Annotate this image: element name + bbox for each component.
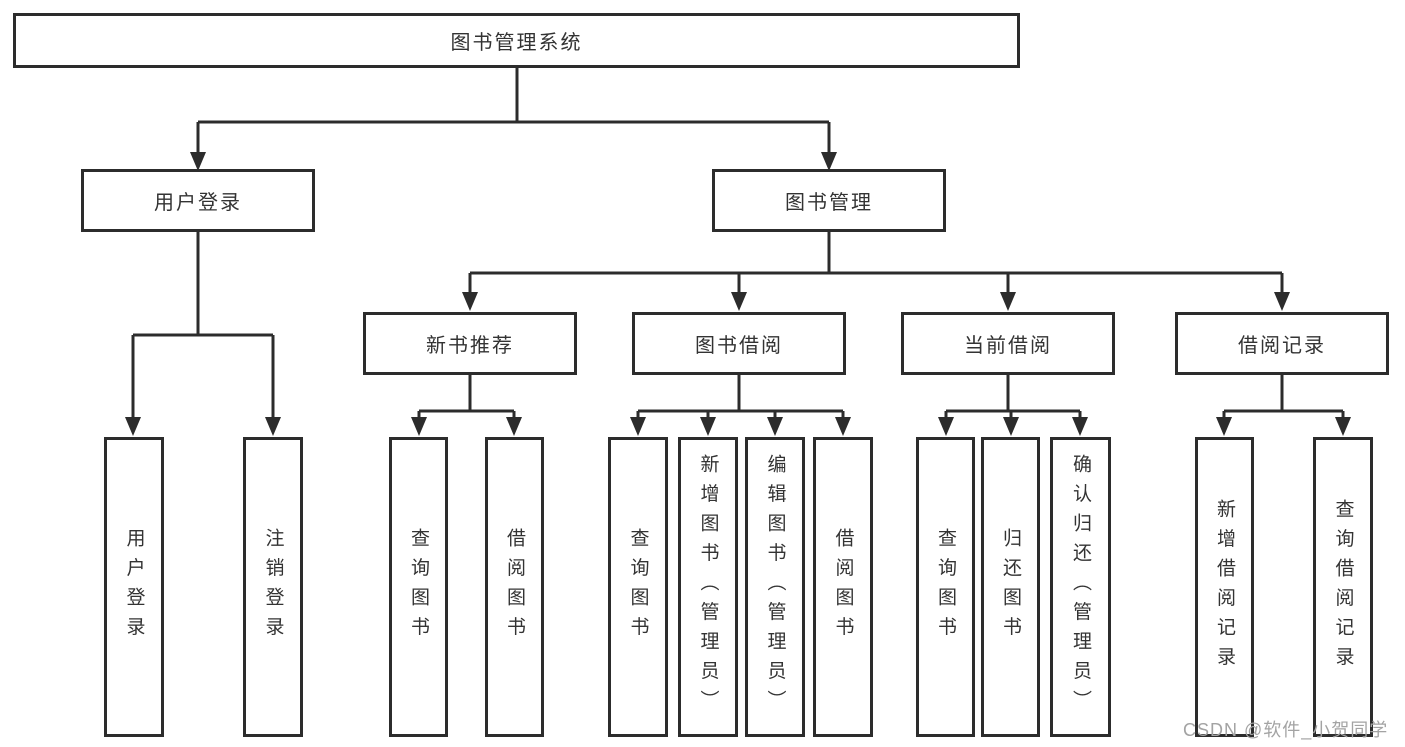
leaf-edit-books-admin: 编辑图书（管理员） [745,437,805,737]
node-book-borrow: 图书借阅 [632,312,846,375]
node-new-book-recommend: 新书推荐 [363,312,577,375]
leaf-logout: 注销登录 [243,437,303,737]
leaf-query-books-recommend: 查询图书 [389,437,448,737]
node-root: 图书管理系统 [13,13,1020,68]
leaf-add-borrow-record: 新增借阅记录 [1195,437,1254,737]
csdn-watermark: CSDN @软件_小贺同学 [1183,720,1389,740]
node-current-borrow: 当前借阅 [901,312,1115,375]
node-book-management: 图书管理 [712,169,946,232]
leaf-query-books-borrow: 查询图书 [608,437,668,737]
leaf-user-login: 用户登录 [104,437,164,737]
leaf-borrow-books-recommend: 借阅图书 [485,437,544,737]
leaf-return-books: 归还图书 [981,437,1040,737]
leaf-query-borrow-record: 查询借阅记录 [1313,437,1373,737]
arrowheads [125,152,1351,436]
leaf-add-books-admin: 新增图书（管理员） [678,437,738,737]
leaf-confirm-return-admin: 确认归还（管理员） [1050,437,1111,737]
node-borrow-records: 借阅记录 [1175,312,1389,375]
leaf-query-books-current: 查询图书 [916,437,975,737]
leaf-borrow-books: 借阅图书 [813,437,873,737]
node-user-login: 用户登录 [81,169,315,232]
